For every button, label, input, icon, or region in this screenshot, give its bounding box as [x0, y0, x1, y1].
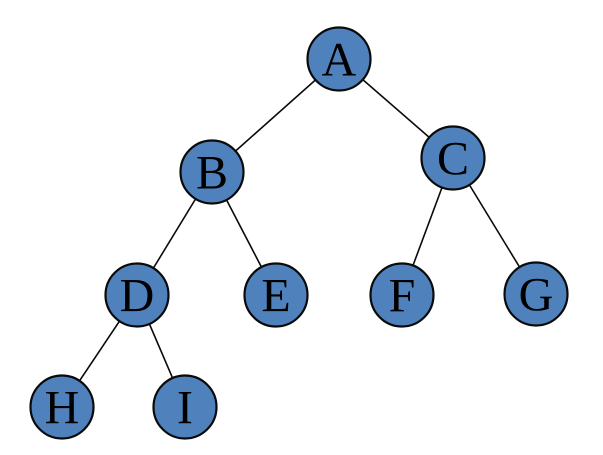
node-label-D: D — [120, 269, 155, 322]
tree-node-I[interactable]: I — [152, 374, 218, 440]
node-circle-D — [104, 262, 170, 328]
tree-node-F[interactable]: F — [369, 262, 435, 328]
node-circle-H — [29, 374, 95, 440]
node-label-F: F — [389, 269, 416, 322]
tree-node-C[interactable]: C — [420, 125, 486, 191]
node-label-A: A — [322, 33, 357, 86]
node-circle-F — [369, 262, 435, 328]
node-label-G: G — [519, 268, 554, 321]
tree-node-G[interactable]: G — [503, 261, 569, 327]
node-circle-G — [503, 261, 569, 327]
node-circle-C — [420, 125, 486, 191]
tree-node-D[interactable]: D — [104, 262, 170, 328]
node-circle-I — [152, 374, 218, 440]
node-circle-B — [179, 139, 245, 205]
node-label-C: C — [437, 132, 469, 185]
node-label-I: I — [177, 381, 193, 434]
tree-node-H[interactable]: H — [29, 374, 95, 440]
node-label-B: B — [196, 146, 228, 199]
tree-node-A[interactable]: A — [306, 26, 372, 92]
tree-node-B[interactable]: B — [179, 139, 245, 205]
tree-node-E[interactable]: E — [243, 262, 309, 328]
node-label-H: H — [45, 381, 80, 434]
node-circle-E — [243, 262, 309, 328]
node-circle-A — [306, 26, 372, 92]
node-label-E: E — [261, 269, 290, 322]
